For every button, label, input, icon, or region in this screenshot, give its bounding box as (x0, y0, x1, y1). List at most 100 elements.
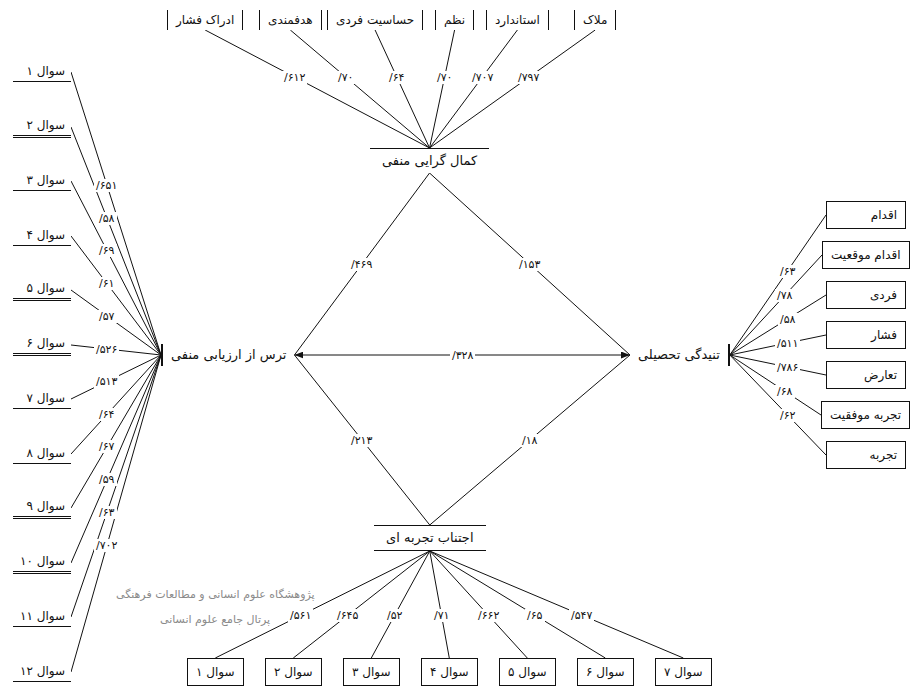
loading-value: /۶۳ (778, 265, 798, 278)
path-line (293, 551, 429, 658)
indicator-label: ملاک (574, 10, 616, 30)
loading-value: /۷۸۶ (775, 361, 800, 374)
latent-variable: کمال گرایی منفی (370, 148, 489, 173)
loading-value: /۶۵ (525, 609, 545, 622)
loading-value: /۵۲۶ (94, 343, 119, 356)
path-line (730, 355, 821, 415)
indicator-box: تجربه (826, 441, 906, 469)
node-text: سوال ۶ (26, 335, 65, 351)
indicator-label: سوال ۱۲ (13, 662, 71, 682)
loading-value: /۵۶۱ (288, 609, 313, 622)
latent-variable: تنیدگی تحصیلی (630, 344, 730, 366)
node-text: سوال ۱ (196, 664, 235, 680)
indicator-box: سوال ۴ (421, 658, 478, 686)
path-line (730, 255, 822, 355)
path-line (730, 355, 826, 455)
loading-value: /۱۸ (520, 434, 540, 447)
node-text: سوال ۱۱ (20, 608, 65, 624)
node-text: سوال ۵ (26, 280, 65, 296)
loading-value: /۶۳ (97, 506, 117, 519)
indicator-label: سوال ۵ (13, 279, 71, 301)
node-text: فردی (870, 287, 897, 303)
path-line (430, 551, 528, 658)
loading-value: /۶۵۱ (94, 179, 119, 192)
loading-value: /۳۲۸ (450, 349, 475, 362)
loading-value: /۶۴ (97, 408, 117, 421)
node-text: نظم (444, 12, 465, 28)
loading-value: /۱۵۳ (517, 258, 542, 271)
node-text: هدفمندی (268, 12, 313, 28)
path-line (71, 355, 161, 508)
node-text: سوال ۱۰ (20, 553, 65, 569)
indicator-label: نظم (435, 10, 474, 30)
loading-value: /۵۸ (97, 212, 117, 225)
node-text: تعارض (864, 367, 897, 383)
indicator-label: سوال ۱۱ (13, 607, 71, 627)
indicator-label: سوال ۱۰ (13, 552, 71, 574)
path-line (71, 72, 161, 355)
loading-value: /۶۲ (778, 409, 798, 422)
loading-value: /۷۰۲ (94, 539, 119, 552)
path-line (730, 215, 826, 355)
indicator-label: استاندارد (486, 10, 549, 30)
latent-variable: اجتناب تجربه ای (374, 525, 486, 551)
path-line (71, 355, 161, 454)
indicator-label: حساسیت فردی (327, 10, 423, 30)
path-line (430, 30, 518, 148)
node-text: کمال گرایی منفی (382, 153, 477, 169)
loading-value: /۵۷ (97, 310, 117, 323)
node-text: سوال ۱۲ (20, 663, 65, 679)
node-text: سوال ۷ (26, 390, 65, 406)
loading-value: /۶۴ (387, 71, 407, 84)
node-text: تنیدگی تحصیلی (638, 347, 720, 363)
indicator-box: سوال ۱ (187, 658, 244, 686)
indicator-label: هدفمندی (259, 10, 322, 30)
node-text: اجتناب تجربه ای (386, 530, 474, 546)
node-text: سوال ۳ (352, 664, 391, 680)
loading-value: /۶۶۲ (476, 609, 501, 622)
node-text: ملاک (583, 12, 607, 28)
loading-value: /۴۶۹ (349, 258, 374, 271)
path-line (71, 355, 161, 617)
loading-value: /۶۷ (97, 440, 117, 453)
indicator-label: سوال ۹ (13, 497, 71, 519)
node-text: سوال ۶ (586, 664, 625, 680)
indicator-box: سوال ۳ (343, 658, 400, 686)
node-text: اقدام موقعیت (831, 247, 901, 263)
indicator-label: سوال ۷ (13, 389, 71, 409)
node-text: سوال ۴ (26, 227, 65, 243)
path-line (375, 30, 429, 148)
loading-value: /۵۱۱ (775, 337, 800, 350)
path-line (71, 355, 161, 563)
node-text: سوال ۳ (26, 172, 65, 188)
path-line (430, 30, 596, 148)
path-line (371, 551, 429, 658)
loading-value: /۵۸ (778, 313, 798, 326)
path-line (430, 30, 455, 148)
node-text: تجربه موفقیت (830, 407, 901, 423)
node-text: سوال ۲ (274, 664, 313, 680)
node-text: سوال ۹ (26, 498, 65, 514)
indicator-box: تعارض (826, 361, 906, 389)
node-text: فشار (871, 327, 897, 343)
path-line (430, 173, 630, 355)
loading-value: /۷۰ (336, 71, 356, 84)
indicator-label: سوال ۴ (13, 226, 71, 246)
path-line (294, 355, 429, 525)
path-line (71, 290, 161, 355)
node-text: سوال ۸ (26, 445, 65, 461)
indicator-box: سوال ۶ (577, 658, 634, 686)
latent-variable: ترس از ارزیابی منفی (161, 344, 294, 366)
path-line (205, 30, 429, 148)
path-line (71, 355, 161, 672)
watermark-text: پژوهشگاه علوم انسانی و مطالعات فرهنگی (116, 588, 315, 602)
path-line (730, 335, 826, 355)
indicator-box: اقدام (826, 201, 906, 229)
indicator-label: سوال ۸ (13, 444, 71, 464)
loading-value: /۶۱ (97, 277, 117, 290)
loading-value: /۵۱۳ (94, 375, 119, 388)
node-text: سوال ۵ (508, 664, 547, 680)
path-line (430, 355, 630, 525)
path-line (71, 127, 161, 355)
indicator-label: سوال ۲ (13, 116, 71, 138)
